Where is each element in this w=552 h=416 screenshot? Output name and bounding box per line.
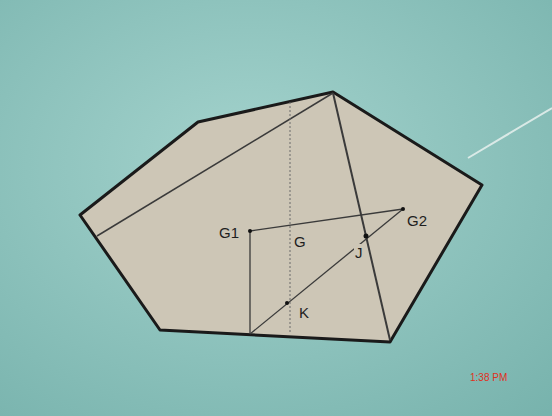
point xyxy=(364,234,369,239)
string xyxy=(468,108,552,158)
point-label: G xyxy=(293,233,307,250)
point-label: J xyxy=(354,244,364,261)
point xyxy=(285,301,289,305)
point-label: G1 xyxy=(218,224,240,241)
segment xyxy=(249,231,250,334)
fold-line xyxy=(333,93,390,340)
point-label: G2 xyxy=(406,212,428,229)
plumb-line xyxy=(290,102,291,334)
segment xyxy=(250,209,403,334)
pentagon-card xyxy=(80,92,482,342)
timestamp: 1:38 PM xyxy=(470,372,507,384)
point xyxy=(401,207,405,211)
fold-line xyxy=(97,93,333,236)
point-label: K xyxy=(298,304,310,321)
point xyxy=(248,229,252,233)
